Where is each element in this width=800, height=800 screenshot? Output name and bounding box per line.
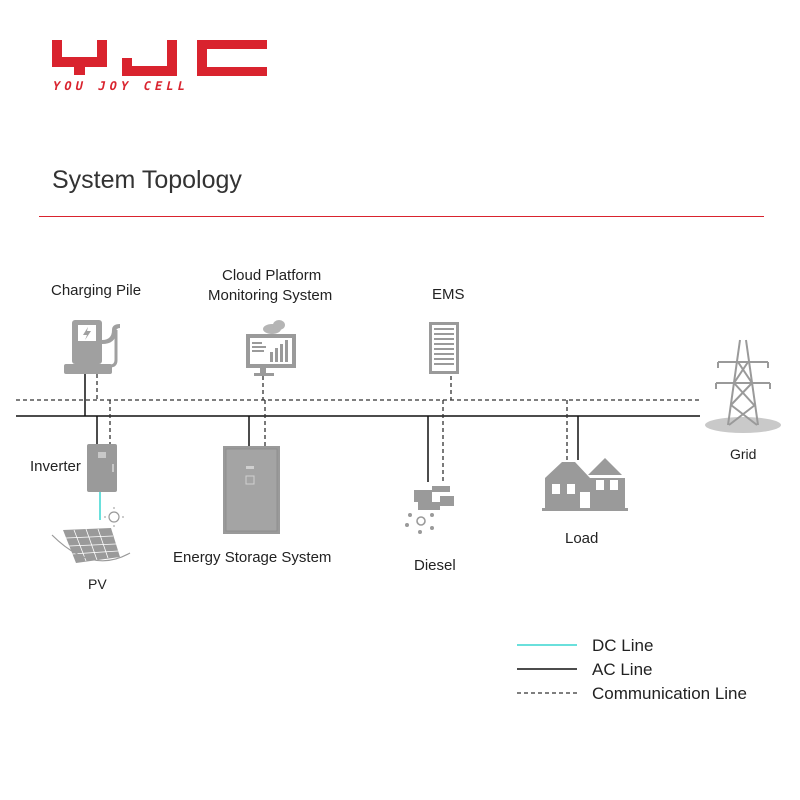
legend-dc-label: DC Line	[592, 636, 654, 655]
label-energy-storage: Energy Storage System	[173, 549, 332, 566]
label-cloud-platform-line2: Monitoring System	[208, 287, 333, 304]
label-charging-pile: Charging Pile	[51, 282, 142, 299]
energy-storage-cabinet-icon	[223, 446, 280, 534]
label-diesel: Diesel	[414, 557, 456, 574]
charging-pile-icon	[64, 320, 120, 374]
label-cloud-platform-line1: Cloud Platform	[222, 267, 322, 284]
grid-tower-icon	[705, 339, 781, 433]
load-house-icon	[542, 458, 628, 511]
label-pv: PV	[88, 576, 107, 592]
ems-server-icon	[429, 322, 459, 374]
legend-ac-label: AC Line	[592, 660, 653, 679]
title-divider	[39, 216, 764, 217]
page-title: System Topology	[52, 166, 242, 194]
label-grid: Grid	[730, 446, 757, 462]
label-ems: EMS	[432, 286, 465, 303]
cloud-platform-icon	[246, 320, 296, 376]
inverter-icon	[87, 444, 117, 492]
diesel-generator-icon	[405, 486, 454, 534]
pv-panel-icon	[51, 507, 131, 563]
yjc-logo	[52, 40, 267, 76]
legend-comm-label: Communication Line	[592, 684, 747, 703]
label-inverter: Inverter	[30, 458, 81, 475]
label-load: Load	[565, 530, 599, 547]
